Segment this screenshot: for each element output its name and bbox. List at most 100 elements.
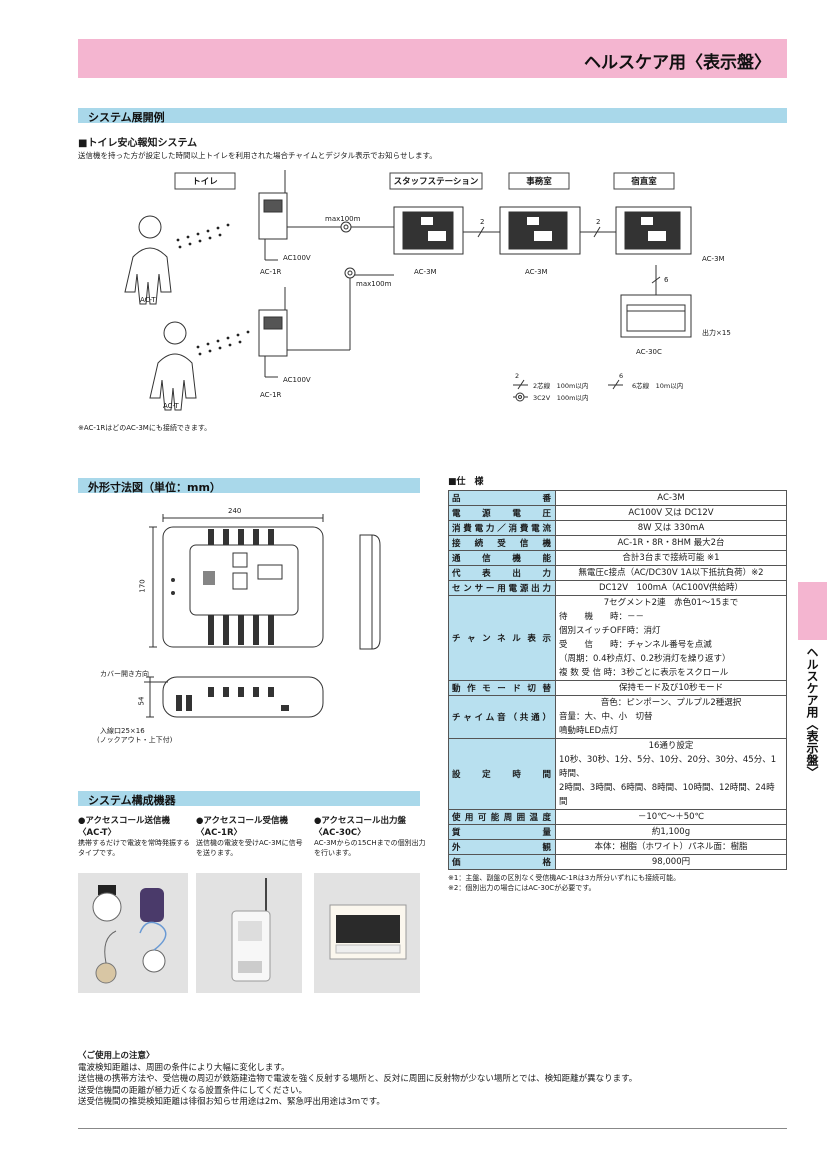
receiver-icon [258,170,288,357]
label-max100m-2: max100m [356,280,392,288]
spec-value-line: 2時間、3時間、6時間、8時間、10時間、12時間、24時間 [559,783,775,807]
section-bar-system [78,108,787,123]
footer-divider [78,1128,787,1129]
spec-value: 保持モード及び10秒モード [555,680,787,696]
label-ac3m-2: AC-3M [525,268,548,276]
entry-hole: 入線口25×16 [100,727,145,735]
spec-value-line: 約1,100g [651,827,691,837]
spec-row: チャイム音（共通）音色：ピンポーン、プルプル2種選択音量：大、中、小 切替鳴動時… [448,695,787,739]
spec-key: 代 表 出 力 [448,565,556,581]
component-act-desc: 携帯するだけで電波を常時発振するタイプです。 [78,839,190,857]
spec-key: 価 格 [448,854,556,870]
dimension-width: 240 [228,507,242,515]
legend-3c2v: 3C2V 100m以内 [533,394,589,402]
spec-value-line: 98,000円 [651,857,691,867]
label-wire-6: 6 [664,276,669,284]
spec-row: 通 信 機 能合計3台まで接続可能 ※1 [448,550,787,566]
legend-6wire: 6芯線 10m以内 [632,382,684,390]
label-max100m-1: max100m [325,215,361,223]
spec-value-line: 待 機 時：－－ [559,612,645,622]
spec-key: 電 源 電 圧 [448,505,556,521]
spec-notes: ※1：主盤、副盤の区別なく受信機AC-1Rは3カ所分いずれにも接続可能。 ※2：… [448,874,680,893]
spec-value: －10℃～＋50℃ [555,809,787,825]
spec-note-2: ※2：個別出力の場合にはAC-30Cが必要です。 [448,883,596,892]
photo-act [78,873,188,993]
location-night: 宿直室 [631,177,657,187]
entry-hole-note: (ノックアウト・上下付) [97,736,173,744]
usage-line: 送信機の携帯方法や、受信機の周辺が鉄筋建造物で電波を強く反射する場所と、反対に周… [78,1074,638,1084]
label-ac100v-1: AC100V [283,254,311,262]
spec-row: 消費電力／消費電流 8W 又は 330mA [448,520,787,536]
spec-value-line: 保持モード及び10秒モード [618,683,724,693]
spec-key: 消費電力／消費電流 [448,520,556,536]
spec-row: 使用可能周囲温度－10℃～＋50℃ [448,809,787,825]
title-bar [78,39,787,78]
label-wire-2b: 2 [596,218,601,226]
spec-value-line: 8W 又は 330mA [637,523,705,533]
spec-key: 外 観 [448,839,556,855]
person-icon [149,321,197,411]
spec-value-line: 個別スイッチOFF時：消灯 [559,626,661,636]
spec-value: 98,000円 [555,854,787,870]
cover-direction: カバー開き方向 [100,670,149,678]
component-ac1r-model: 〈AC-1R〉 [196,828,242,838]
spec-value-line: 7セグメント2連 赤色01～15まで [603,598,739,608]
spec-key: 接 続 受 信 機 [448,535,556,551]
spec-key: センサー用電源出力 [448,580,556,596]
section-bar-dimensions [78,478,420,493]
spec-value-line: 無電圧c接点（AC/DC30V 1A以下抵抗負荷）※2 [578,568,764,578]
spec-row: 外 観 本体：樹脂（ホワイト）パネル面：樹脂 [448,839,787,855]
section-title-components: システム構成機器 [88,794,176,807]
spec-heading: ■仕 様 [448,477,484,487]
label-wire-2a: 2 [480,218,485,226]
spec-value-line: 10秒、30秒、1分、5分、10分、20分、30分、45分、1時間、 [559,755,777,779]
spec-value-line: 複 数 受 信 時：3秒ごとに表示をスクロール [559,668,729,678]
system-diagram [124,170,692,411]
section-bar-components [78,791,420,806]
spec-value-line: 鳴動時LED点灯 [559,726,619,736]
component-ac30c: ●アクセスコール出力盤 〈AC-30C〉 AC-3Mからの15CHまでの個別出力… [314,814,426,858]
side-tab-label: ヘルスケア用〈表示盤〉 [805,646,819,778]
system-note: ※AC-1RはどのAC-3Mにも接続できます。 [78,424,212,432]
usage-line: 送受信機間の推奨検知距離は徘徊お知らせ用途は2m、緊急呼出用途は3mです。 [78,1097,385,1107]
spec-value: 8W 又は 330mA [555,520,787,536]
spec-value-line: AC100V 又は DC12V [628,508,714,518]
display-panel-icon [393,206,692,255]
spec-value-line: 本体：樹脂（ホワイト）パネル面：樹脂 [594,842,748,852]
spec-value: AC-1R・8R・8HM 最大2台 [555,535,787,551]
location-toilet: トイレ [192,177,218,187]
spec-value: DC12V 100mA（AC100V供給時） [555,580,787,596]
location-office: 事務室 [526,177,552,187]
person-icon [124,215,172,305]
dimension-height: 170 [138,579,147,593]
component-ac30c-model: 〈AC-30C〉 [314,828,366,838]
spec-row: 質 量約1,100g [448,824,787,840]
usage-line: 送受信機間の距離が極力近くなる設置条件にしてください。 [78,1085,307,1096]
spec-value: 音色：ピンポーン、プルプル2種選択音量：大、中、小 切替鳴動時LED点灯 [555,695,787,739]
radio-wave-icon [176,223,250,356]
photo-ac30c [314,873,420,993]
section-title-system: システム展開例 [88,111,165,124]
spec-key: 通 信 機 能 [448,550,556,566]
component-act-model: 〈AC-T〉 [78,828,117,838]
page-title: ヘルスケア用〈表示盤〉 [584,53,771,73]
spec-value: AC-3M [555,490,787,506]
spec-value: 無電圧c接点（AC/DC30V 1A以下抵抗負荷）※2 [555,565,787,581]
output-panel-icon [620,294,692,338]
system-heading: ■トイレ安心報知システム [78,138,198,149]
label-ac100v-2: AC100V [283,376,311,384]
system-description: 送信機を持った方が設定した時間以上トイレを利用された場合チャイムとデジタル表示で… [78,151,437,160]
dimension-drawing [144,514,381,718]
usage-title: 〈ご使用上の注意〉 [78,1051,155,1061]
spec-value: 本体：樹脂（ホワイト）パネル面：樹脂 [555,839,787,855]
photo-ac1r [196,873,302,993]
spec-value: 約1,100g [555,824,787,840]
side-tab-color [798,582,827,640]
spec-value-line: DC12V 100mA（AC100V供給時） [598,583,744,593]
label-act-1: AC-T [140,296,156,304]
component-act-title: ●アクセスコール送信機 [78,816,170,826]
